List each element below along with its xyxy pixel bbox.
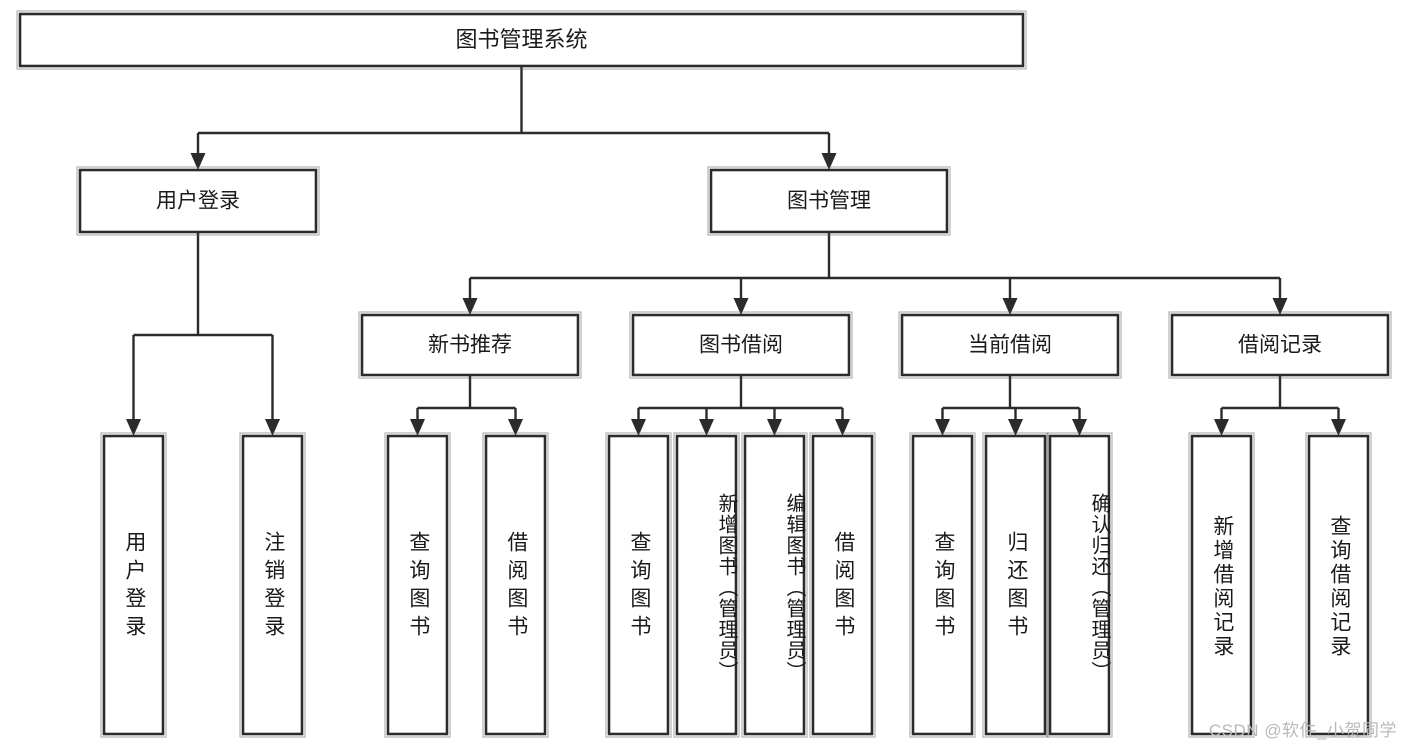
node-box-leaf-borrow-book-1[interactable] — [484, 434, 547, 736]
arrow-head-icon-leaf-edit-book-admin — [767, 419, 782, 436]
connector-layer — [126, 66, 1346, 436]
arrow-head-icon-leaf-query-book-2 — [631, 419, 646, 436]
node-box-leaf-edit-book-admin[interactable] — [743, 434, 806, 736]
arrow-head-icon-leaf-logout-login — [265, 419, 280, 436]
node-box-borrow-record-shadow — [1168, 311, 1392, 379]
watermark-text: CSDN @软件_小贺同学 — [1208, 721, 1397, 740]
arrow-head-icon-book-manage — [821, 153, 837, 170]
node-box-leaf-query-book-3-shadow — [909, 432, 976, 738]
node-box-leaf-query-book-1[interactable] — [386, 434, 449, 736]
node-box-leaf-return-book-shadow — [982, 432, 1049, 738]
node-label-borrow-record: 借阅记录 — [1238, 334, 1322, 357]
node-box-new-book-recommend-shadow — [358, 311, 582, 379]
node-label-new-book-recommend: 新书推荐 — [428, 334, 512, 357]
node-box-leaf-query-book-2[interactable] — [607, 434, 670, 736]
node-box-leaf-logout-login[interactable] — [241, 434, 304, 736]
node-box-borrow-record[interactable] — [1170, 313, 1390, 377]
node-box-leaf-add-borrow-record[interactable] — [1190, 434, 1253, 736]
node-box-root[interactable] — [18, 12, 1025, 68]
arrow-head-icon-leaf-query-book-1 — [410, 419, 425, 436]
node-box-leaf-confirm-return-admin-shadow — [1046, 432, 1113, 738]
arrow-head-icon-book-borrow — [733, 298, 749, 315]
node-box-leaf-query-book-3[interactable] — [911, 434, 974, 736]
node-box-book-borrow[interactable] — [631, 313, 851, 377]
arrow-head-icon-borrow-record — [1272, 298, 1288, 315]
node-box-book-manage[interactable] — [709, 168, 949, 234]
arrow-head-icon-leaf-return-book — [1008, 419, 1023, 436]
node-box-book-borrow-shadow — [629, 311, 853, 379]
arrow-head-icon-leaf-add-borrow-record — [1214, 419, 1229, 436]
node-box-leaf-user-login-shadow — [100, 432, 167, 738]
node-box-leaf-query-book-1-shadow — [384, 432, 451, 738]
node-box-leaf-return-book[interactable] — [984, 434, 1047, 736]
arrow-head-icon-leaf-user-login — [126, 419, 141, 436]
node-box-leaf-confirm-return-admin[interactable] — [1048, 434, 1111, 736]
arrow-head-icon-leaf-confirm-return-admin — [1072, 419, 1087, 436]
node-label-book-borrow: 图书借阅 — [699, 334, 783, 357]
node-label-user-login: 用户登录 — [156, 190, 240, 213]
arrow-head-icon-leaf-add-book-admin — [699, 419, 714, 436]
node-box-leaf-query-borrow-record[interactable] — [1307, 434, 1370, 736]
node-box-book-manage-shadow — [707, 166, 951, 236]
node-box-user-login-shadow — [76, 166, 320, 236]
node-box-user-login[interactable] — [78, 168, 318, 234]
node-label-root: 图书管理系统 — [455, 27, 587, 52]
node-box-leaf-add-book-admin[interactable] — [675, 434, 738, 736]
node-box-root-shadow — [16, 10, 1027, 70]
arrow-head-icon-leaf-borrow-book-2 — [835, 419, 850, 436]
node-box-leaf-user-login[interactable] — [102, 434, 165, 736]
node-box-leaf-logout-login-shadow — [239, 432, 306, 738]
node-box-leaf-add-book-admin-shadow — [673, 432, 740, 738]
arrow-head-icon-leaf-query-borrow-record — [1331, 419, 1346, 436]
node-box-new-book-recommend[interactable] — [360, 313, 580, 377]
arrow-head-icon-user-login — [190, 153, 206, 170]
node-box-leaf-borrow-book-1-shadow — [482, 432, 549, 738]
node-box-leaf-add-borrow-record-shadow — [1188, 432, 1255, 738]
box-layer — [16, 10, 1392, 738]
node-box-leaf-edit-book-admin-shadow — [741, 432, 808, 738]
arrow-head-icon-current-borrow — [1002, 298, 1018, 315]
node-box-leaf-borrow-book-2-shadow — [809, 432, 876, 738]
node-box-leaf-query-borrow-record-shadow — [1305, 432, 1372, 738]
node-box-leaf-borrow-book-2[interactable] — [811, 434, 874, 736]
node-box-leaf-query-book-2-shadow — [605, 432, 672, 738]
arrow-head-icon-leaf-borrow-book-1 — [508, 419, 523, 436]
node-label-current-borrow: 当前借阅 — [968, 334, 1052, 357]
arrow-head-icon-new-book-recommend — [462, 298, 478, 315]
node-label-book-manage: 图书管理 — [787, 190, 871, 213]
node-box-current-borrow-shadow — [898, 311, 1122, 379]
node-box-current-borrow[interactable] — [900, 313, 1120, 377]
arrow-head-icon-leaf-query-book-3 — [935, 419, 950, 436]
